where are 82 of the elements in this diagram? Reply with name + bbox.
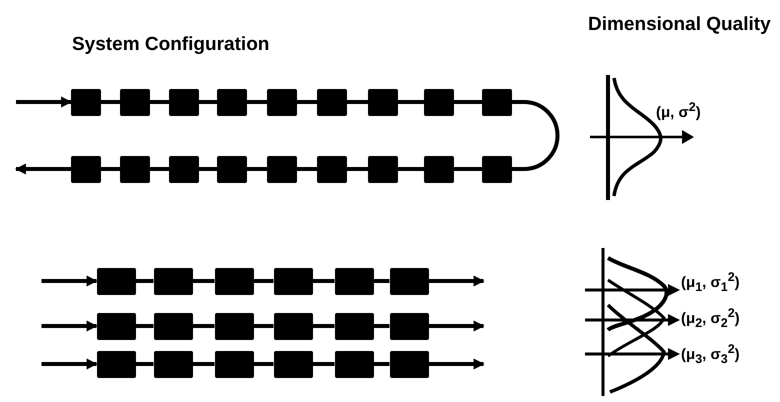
machine-box <box>71 156 101 182</box>
connector-line <box>247 100 267 104</box>
machine-box <box>390 268 428 294</box>
connector-line <box>454 167 482 171</box>
connector-line <box>297 100 317 104</box>
connector-line <box>347 167 368 171</box>
machine-box <box>334 312 374 340</box>
machine-box <box>334 350 374 378</box>
machine-box <box>368 156 398 182</box>
connector-line <box>312 324 334 328</box>
arrow <box>14 164 71 174</box>
connector-line <box>101 167 120 171</box>
connector-line <box>247 167 267 171</box>
connector-line <box>347 100 368 104</box>
arrow <box>42 358 98 370</box>
connector-line <box>254 324 274 328</box>
connector-line <box>254 279 274 283</box>
machine-box <box>214 312 254 340</box>
machine-box <box>217 88 247 116</box>
connector-line <box>312 362 334 366</box>
parameter-label: (μ$_{2}$, σ$_{2}$$^{2}$) <box>681 306 740 330</box>
arrow <box>42 276 98 286</box>
connector-line <box>192 324 214 328</box>
machine-box <box>71 88 101 116</box>
machine-box <box>390 350 428 378</box>
machine-box <box>368 88 398 116</box>
arrow <box>428 358 485 370</box>
connector-line <box>374 362 390 366</box>
machine-box <box>267 156 297 182</box>
arrow <box>42 320 98 332</box>
connector-line <box>254 362 274 366</box>
connector-line <box>374 324 390 328</box>
machine-box <box>274 268 312 294</box>
section-heading: Dimensional Quality <box>588 14 771 36</box>
connector-line <box>374 279 390 283</box>
machine-box <box>390 312 428 340</box>
connector-line <box>136 362 154 366</box>
machine-box <box>154 268 192 294</box>
machine-box <box>214 350 254 378</box>
connector-line <box>101 100 120 104</box>
machine-box <box>274 312 312 340</box>
connector-line <box>136 279 154 283</box>
machine-box <box>317 88 347 116</box>
machine-box <box>96 350 136 378</box>
machine-box <box>267 88 297 116</box>
machine-box <box>154 312 192 340</box>
connector-line <box>199 100 217 104</box>
machine-box <box>169 88 199 116</box>
machine-box <box>120 88 150 116</box>
parameter-label: (μ, σ$^{2}$) <box>656 100 701 121</box>
machine-box <box>154 350 192 378</box>
machine-box <box>274 350 312 378</box>
connector-line <box>454 100 482 104</box>
machine-box <box>482 88 512 116</box>
arrow <box>428 276 485 286</box>
arrow <box>16 96 72 108</box>
connector-line <box>398 167 424 171</box>
connector-line <box>192 362 214 366</box>
machine-box <box>169 156 199 182</box>
machine-box <box>96 312 136 340</box>
parameter-label: (μ$_{3}$, σ$_{3}$$^{2}$) <box>681 342 740 366</box>
connector-line <box>150 100 169 104</box>
machine-box <box>217 156 247 182</box>
machine-box <box>214 268 254 294</box>
connector-line <box>398 100 424 104</box>
machine-box <box>334 268 374 294</box>
machine-box <box>317 156 347 182</box>
connector-line <box>297 167 317 171</box>
arrow <box>428 320 485 332</box>
machine-box <box>424 156 454 182</box>
connector-line <box>199 167 217 171</box>
machine-box <box>482 156 512 182</box>
machine-box <box>96 268 136 294</box>
parameter-label: (μ$_{1}$, σ$_{1}$$^{2}$) <box>681 270 740 294</box>
connector-line <box>150 167 169 171</box>
connector-line <box>136 324 154 328</box>
machine-box <box>424 88 454 116</box>
connector-line <box>192 279 214 283</box>
connector-line <box>312 279 334 283</box>
section-heading: System Configuration <box>72 34 270 56</box>
machine-box <box>120 156 150 182</box>
connector-line <box>512 100 560 171</box>
